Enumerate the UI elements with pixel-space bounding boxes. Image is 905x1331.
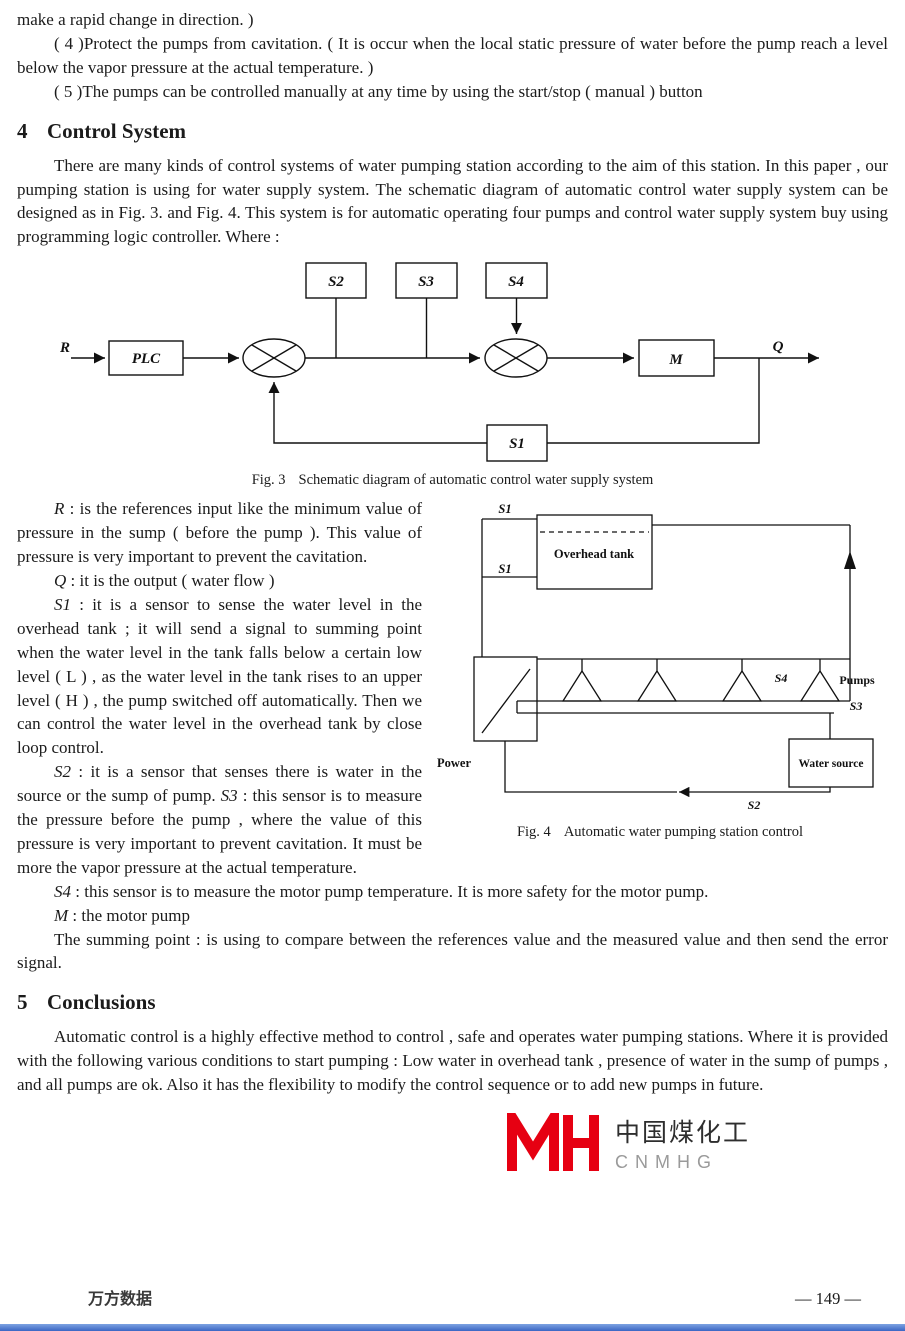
fig3-label-s4: S4 [508,274,524,290]
variable-s3: S3 [220,786,238,806]
fig4-label-s3: S3 [850,699,863,713]
definition-q: Q : it is the output ( water flow ) [17,569,888,593]
fig3-label-plc: PLC [132,351,161,367]
section-4-title: Control System [47,118,187,143]
section-5-title: Conclusions [47,990,156,1015]
fig4-caption-label: Fig. 4 [516,824,551,841]
fig4-label-s2: S2 [748,798,761,812]
definition-s1: S1 : it is a sensor to sense the water l… [17,593,888,760]
section-5-heading: 5 Conclusions [17,990,888,1015]
fig3-caption: Fig. 3 Schematic diagram of automatic con… [17,472,888,489]
paragraph-continued: make a rapid change in direction. ) [17,10,254,29]
definition-s4-text: : this sensor is to measure the motor pu… [71,881,709,901]
logo-chinese-text: 中国煤化工 [615,1118,751,1148]
fig4-caption: Fig. 4 Automatic water pumping station co… [432,824,888,841]
fig4-label-water-source: Water source [798,758,863,770]
page-number: — 149 — [795,1289,861,1308]
paragraph-item-5: ( 5 )The pumps can be controlled manuall… [54,81,703,101]
section-4-heading: 4 Control System [17,119,888,144]
fig4-pump-2 [636,670,678,702]
fig4-label-power: Power [437,756,471,770]
logo-latin-text: CNMHG [615,1152,718,1173]
fig4-label-s1-mid: S1 [498,562,511,576]
definitions-section: S1 S1 Overhead tank Power S4 Pumps S3 Wa… [17,497,888,975]
definition-s2-text: : it is a sensor that senses there is wa… [17,762,422,806]
section-4-paragraph: There are many kinds of control systems … [17,155,888,247]
variable-q: Q [54,570,67,590]
fig3-label-s2: S2 [328,274,344,290]
paper-page: make a rapid change in direction. ) ( 4 … [17,10,888,1173]
definition-s3-text: : this sensor is to measure the pressure… [17,786,422,877]
fig4-overhead-tank-box [536,514,653,590]
section-5-number: 5 [17,990,28,1015]
definition-s2-s3: S2 : it is a sensor that senses there is… [17,760,888,880]
fig3-caption-label: Fig. 3 [251,472,286,489]
fig3-diagram: R PLC S2 S3 S4 M Q S1 [21,255,888,472]
paragraph-item-4: ( 4 )Protect the pumps from cavitation. … [17,33,888,77]
fig3-label-s1: S1 [509,436,525,452]
publisher-logo: 中国煤化工 CNMHG [505,1113,750,1173]
variable-m: M [54,905,69,925]
definition-s1-text: : it is a sensor to sense the water leve… [17,594,422,758]
fig4-label-s1-top: S1 [498,502,511,516]
fig4-up-arrow [844,551,856,570]
definition-m: M : the motor pump [17,904,888,928]
definition-m-text: : the motor pump [68,905,190,925]
fig4-label-overhead-tank: Overhead tank [554,547,634,561]
fig3-label-r: R [59,340,70,356]
logo-text-block: 中国煤化工 CNMHG [615,1113,750,1173]
conclusions-paragraph: Automatic control is a highly effective … [17,1027,888,1095]
variable-s2: S2 [54,762,71,782]
section-4-number: 4 [17,118,28,143]
fig4-label-s4: S4 [775,671,788,685]
fig4-caption-text: Automatic water pumping station control [563,824,804,841]
fig3-label-s3: S3 [418,274,434,290]
fig4-pump-4 [799,670,841,702]
definition-summing-point: The summing point : is using to compare … [17,929,888,973]
fig3-caption-text: Schematic diagram of automatic control w… [298,472,654,489]
fig3-svg: R PLC S2 S3 S4 M Q S1 [59,262,819,462]
fig4-pump-3 [721,670,763,702]
watermark-text: 万方数据 [88,1289,153,1308]
definition-r: R : is the references input like the min… [17,497,888,569]
fig4-svg: S1 S1 Overhead tank Power S4 Pumps S3 Wa… [437,502,875,812]
fig4-water-source-box [788,738,874,788]
fig3-label-q: Q [773,339,784,355]
definition-r-text: : is the references input like the minim… [17,499,422,567]
definition-s4: S4 : this sensor is to measure the motor… [17,880,888,904]
page-footer: 万方数据 — 149 — [0,1285,905,1309]
fig4-figure: S1 S1 Overhead tank Power S4 Pumps S3 Wa… [432,499,888,849]
variable-s1: S1 [54,594,71,614]
fig4-pump-1 [561,670,603,702]
logo-mh-icon [507,1113,599,1172]
fig4-label-pumps: Pumps [839,673,875,687]
definition-q-text: : it is the output ( water flow ) [66,570,275,590]
fig3-label-m: M [668,352,683,368]
variable-s4: S4 [54,881,71,901]
fig4-switch-box [473,656,538,742]
variable-r: R [54,499,65,519]
scan-edge-bar [0,1324,905,1331]
